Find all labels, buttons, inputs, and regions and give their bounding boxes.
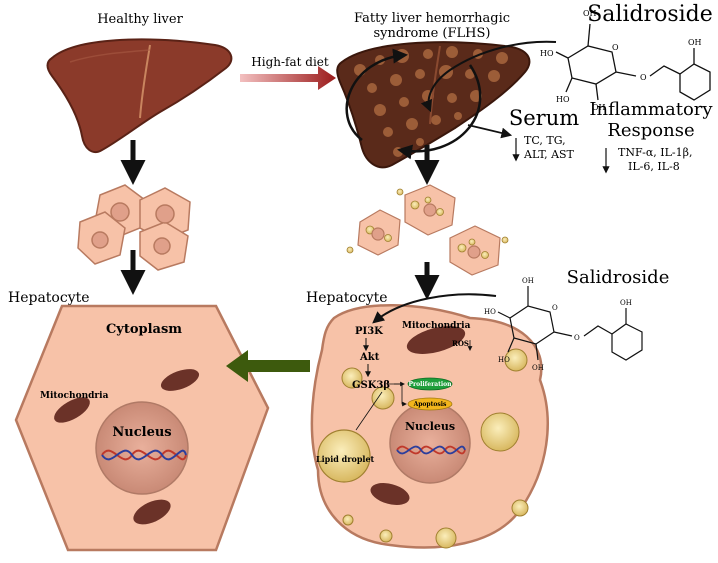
- lipid-droplets: [341, 348, 529, 549]
- hepatocyte-label-right: Hepatocyte: [306, 290, 388, 306]
- molecule-mid-o-link: O: [574, 334, 580, 342]
- proliferation-badge: [407, 377, 453, 391]
- mitochondrion-2: [160, 369, 200, 391]
- molecule-top-oh-3: OH: [688, 38, 702, 47]
- healthy-liver-illustration: [46, 38, 233, 154]
- fatty-nucleus-label: Nucleus: [405, 420, 455, 433]
- mitochondrion-1: [54, 397, 90, 423]
- salidroside-to-pi3k-arrow: [372, 293, 497, 324]
- flhs-title-line1: Fatty liver hemorrhagic: [354, 11, 510, 26]
- cytokines-line2: IL-6, IL-8: [628, 160, 680, 173]
- mitochondrion-3: [133, 499, 171, 525]
- molecule-top-o-link: O: [640, 73, 647, 82]
- hepatocyte-label-left: Hepatocyte: [8, 290, 90, 306]
- healthy-nucleus-label: Nucleus: [112, 425, 171, 440]
- molecule-top-ho-1: HO: [540, 49, 554, 58]
- inflammatory-label-line1: Inflammatory: [589, 99, 713, 120]
- salidroside-molecule-top: [555, 23, 711, 101]
- high-fat-diet-arrow: [240, 66, 336, 90]
- cycle-arrow-right: [397, 64, 482, 160]
- healthy-hepatocyte: Cytoplasm Nucleus Mitochondria: [14, 304, 270, 552]
- molecule-top-oh-1: OH: [583, 9, 597, 18]
- pi3k-label: PI3K: [355, 326, 383, 337]
- salidroside-label-top: Salidroside: [587, 2, 713, 27]
- mitochondria-label-right: Mitochondria: [402, 321, 471, 331]
- cycle-arrow-left: [345, 48, 408, 141]
- fatty-mitochondrion-1: [406, 326, 466, 354]
- fatty-cell-cluster: [346, 184, 509, 276]
- healthy-liver-title: Healthy liver: [97, 12, 183, 27]
- inflammatory-label-line2: Response: [607, 120, 694, 141]
- molecule-mid-o-ring: O: [552, 304, 558, 312]
- liver-to-serum-arrow: [467, 124, 513, 139]
- molecule-mid-oh-2: OH: [532, 364, 544, 372]
- ros-label: ROS: [452, 339, 469, 348]
- cytokines-line1: TNF-α, IL-1β,: [618, 146, 692, 159]
- molecule-mid-oh-3: OH: [620, 299, 632, 307]
- healthy-cell-cluster: [77, 184, 191, 271]
- mitochondria-label-left: Mitochondria: [40, 391, 109, 401]
- flhs-title-line2: syndrome (FLHS): [374, 26, 491, 41]
- fatty-mitochondrion-2: [370, 483, 410, 505]
- molecule-mid-ho-2: HO: [498, 356, 510, 364]
- fatty-hepatocyte: Nucleus Mitochondria ROS PI3K Akt GSK3β …: [310, 304, 549, 549]
- gsk3b-label: GSK3β: [352, 380, 390, 391]
- serum-markers-line2: ALT, AST: [523, 148, 575, 161]
- molecule-mid-ho-1: HO: [484, 308, 496, 316]
- molecule-top-o-ring: O: [612, 43, 619, 52]
- apoptosis-label: Apoptosis: [413, 401, 447, 408]
- molecule-top-oh-2: OH: [592, 103, 606, 112]
- serum-markers-line1: TC, TG,: [524, 134, 566, 147]
- cytoplasm-label: Cytoplasm: [106, 322, 182, 337]
- apoptosis-badge: [407, 397, 453, 411]
- salidroside-label-mid: Salidroside: [567, 267, 670, 288]
- akt-label: Akt: [359, 352, 380, 363]
- molecule-mid-oh-1: OH: [522, 277, 534, 285]
- lipid-droplet-label: Lipid droplet: [316, 454, 375, 464]
- molecule-top-ho-2: HO: [556, 95, 570, 104]
- serum-label: Serum: [509, 106, 579, 130]
- high-fat-diet-label: High-fat diet: [251, 55, 329, 69]
- recovery-arrow: [226, 350, 310, 382]
- lipid-droplet-large: [317, 429, 371, 483]
- salidroside-molecule-mid: [497, 286, 643, 361]
- fatty-nucleus: [389, 402, 471, 484]
- proliferation-label: Proliferation: [408, 381, 452, 388]
- healthy-nucleus: [95, 401, 189, 495]
- salidroside-to-liver-arrow: [420, 40, 557, 113]
